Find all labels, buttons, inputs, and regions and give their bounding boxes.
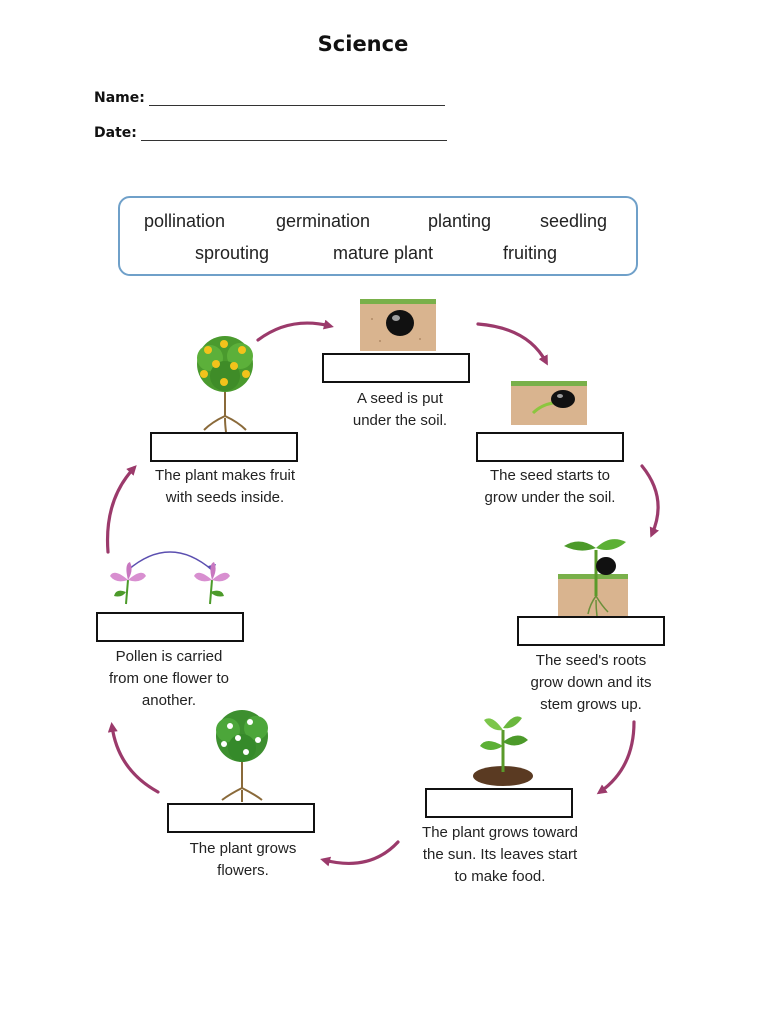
flowering-plant-picture: [216, 710, 268, 802]
answer-box-stage-3[interactable]: [517, 616, 665, 646]
word-bank-item: fruiting: [503, 243, 558, 263]
cycle-arrow: [476, 322, 548, 366]
date-line[interactable]: [140, 126, 447, 141]
cycle-arrow: [256, 319, 334, 342]
name-field[interactable]: Name:: [94, 90, 445, 106]
cycle-arrow: [596, 720, 636, 795]
page-title: Science: [317, 32, 409, 56]
seed-in-soil-picture: [360, 299, 436, 351]
fruiting-tree-picture: [197, 336, 253, 432]
sprouting-seed-picture: [558, 539, 628, 616]
cycle-arrow: [105, 465, 137, 554]
answer-box-stage-7[interactable]: [150, 432, 298, 462]
cycle-arrow: [107, 722, 160, 794]
date-label: Date:: [94, 125, 137, 141]
answer-box-stage-5[interactable]: [167, 803, 315, 833]
word-bank-item: sprouting: [195, 243, 270, 263]
name-line[interactable]: [148, 91, 445, 106]
pollinating-flowers-picture: [110, 551, 230, 605]
answer-box-stage-1[interactable]: [322, 353, 470, 383]
answer-box-stage-4[interactable]: [425, 788, 573, 818]
word-bank: pollination germination planting seedlin…: [118, 196, 638, 276]
word-bank-item: germination: [276, 211, 371, 231]
answer-box-stage-6[interactable]: [96, 612, 244, 642]
germinating-seed-picture: [511, 381, 587, 425]
cycle-arrow: [320, 840, 400, 867]
word-bank-item: mature plant: [333, 243, 434, 263]
word-bank-item: planting: [428, 211, 492, 231]
word-bank-item: seedling: [540, 211, 608, 231]
answer-box-stage-2[interactable]: [476, 432, 624, 462]
word-bank-item: pollination: [144, 211, 226, 231]
date-field[interactable]: Date:: [94, 125, 447, 141]
cycle-arrow: [640, 464, 660, 538]
name-label: Name:: [94, 90, 145, 106]
seedling-in-soil-picture: [473, 716, 533, 786]
